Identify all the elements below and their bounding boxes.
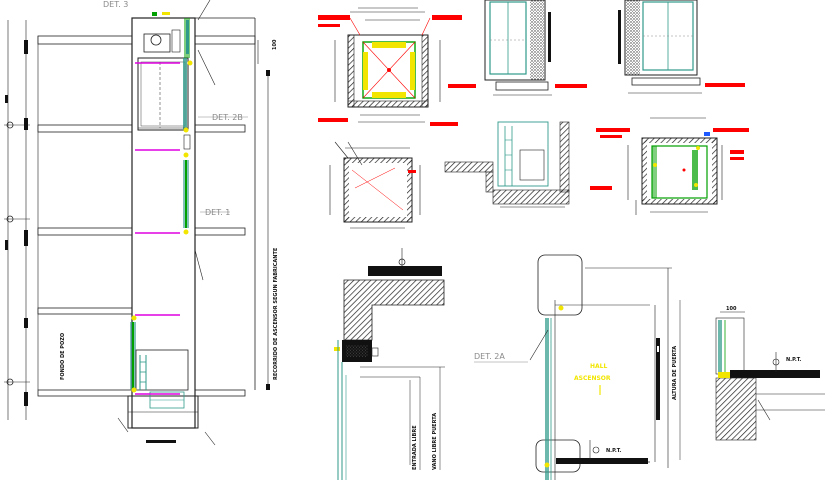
pit-section xyxy=(444,121,612,208)
plan-view-2 xyxy=(329,141,421,229)
pit-vertical-label: FONDO DE POZO xyxy=(60,333,66,380)
label-hall: HALL xyxy=(590,363,607,370)
altura-label: ALTURA DE PUERTA xyxy=(672,346,678,400)
dim-right-label: 100 xyxy=(726,306,737,312)
plan-view-3 xyxy=(596,117,749,215)
shaft-vertical-label: RECORRIDO DE ASCENSOR SEGUN FABRICANTE xyxy=(273,247,279,380)
label-det-2a: DET. 2A xyxy=(474,352,505,361)
label-det-1: DET. 1 xyxy=(205,208,230,217)
entrada-label-2: VANO LIBRE PUERTA xyxy=(432,413,438,470)
level-marker-2 xyxy=(4,215,30,223)
detail-hall-ascensor: DET. 2A HALL ASCENSOR N.P.T. ALTURA DE P… xyxy=(474,254,681,480)
npt-label-1: N.P.T. xyxy=(606,448,621,454)
detail-slab-corner: ENTRADA LIBRE VANO LIBRE PUERTA xyxy=(334,248,445,480)
level-marker-3 xyxy=(4,378,30,386)
npt-label-2: N.P.T. xyxy=(786,357,801,363)
label-det-2b: DET. 2B xyxy=(212,113,243,122)
label-det-3: DET. 3 xyxy=(103,0,128,9)
plan-view-1 xyxy=(318,7,462,126)
label-ascensor: ASCENSOR xyxy=(574,375,611,382)
detail-threshold: N.P.T. 100 xyxy=(715,306,825,441)
elevation-section: DET. 3 DET. 2B DET. 1 RECORRIDO DE ASCEN… xyxy=(4,0,279,446)
entrada-label-1: ENTRADA LIBRE xyxy=(412,425,418,470)
door-elevation-a xyxy=(448,0,587,96)
dim-top-label: 100 xyxy=(272,39,278,50)
door-elevation-b xyxy=(618,0,745,94)
